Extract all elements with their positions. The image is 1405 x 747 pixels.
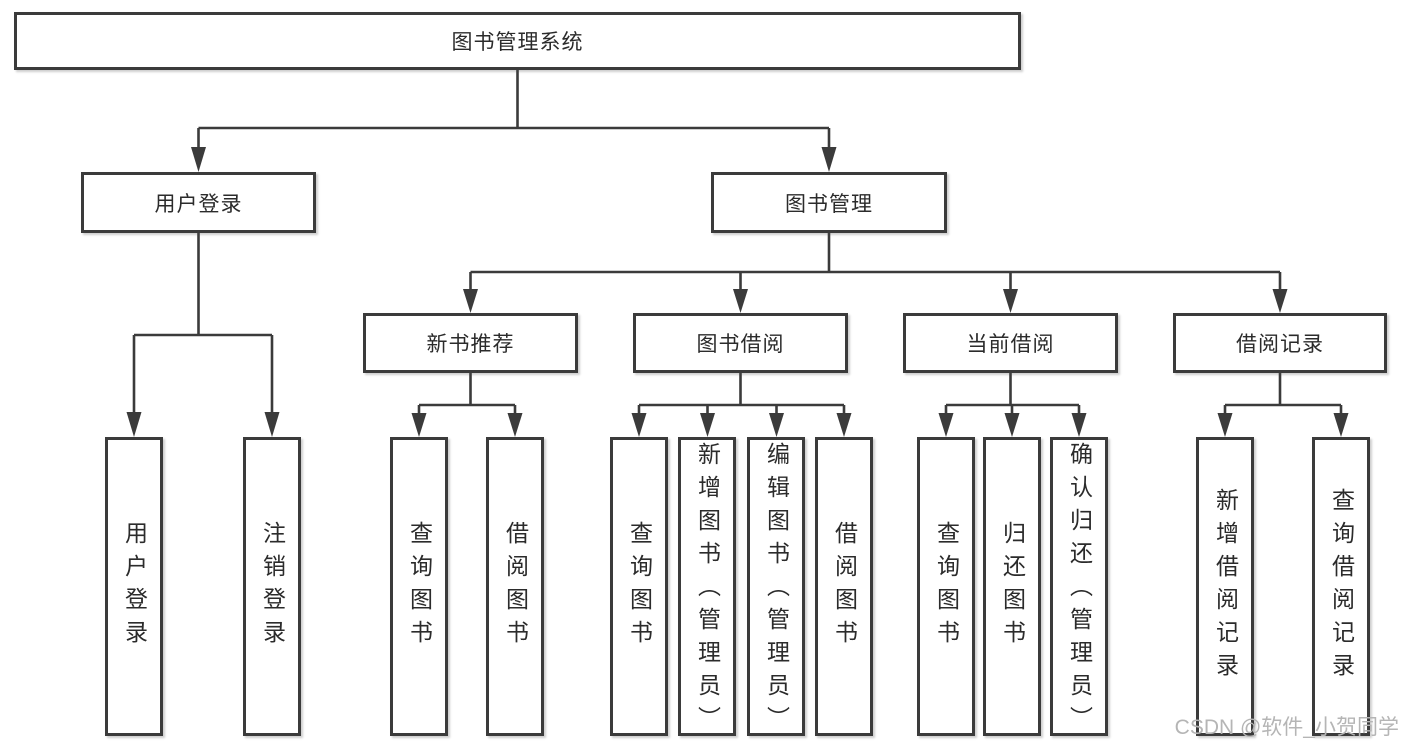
- node-leaf-confirm-return-admin: 确认归还（管理员）: [1050, 437, 1108, 739]
- node-leaf-add-books-admin: 新增图书（管理员）: [678, 437, 736, 739]
- node-leaf-query-books-recommend: 查询图书: [390, 437, 448, 736]
- node-borrow-records: 借阅记录: [1173, 313, 1387, 373]
- node-leaf-borrow-books: 借阅图书: [815, 437, 873, 736]
- node-label: 图书管理: [785, 192, 873, 216]
- arrowheads: [126, 147, 1349, 437]
- node-label: 查询图书: [626, 520, 653, 653]
- node-leaf-edit-books-admin: 编辑图书（管理员）: [747, 437, 805, 739]
- node-label: 确认归还（管理员）: [1066, 441, 1093, 739]
- node-current-borrow: 当前借阅: [903, 313, 1118, 373]
- node-label: 用户登录: [154, 192, 243, 216]
- node-label: 查询图书: [933, 520, 960, 653]
- node-root: 图书管理系统: [14, 12, 1021, 70]
- node-label: 借阅图书: [502, 520, 529, 653]
- node-leaf-add-borrow-record: 新增借阅记录: [1196, 437, 1254, 736]
- node-user-login: 用户登录: [81, 172, 316, 233]
- node-label: 借阅记录: [1236, 333, 1324, 356]
- node-label: 注销登录: [259, 520, 286, 653]
- node-leaf-query-books-current: 查询图书: [917, 437, 975, 736]
- node-leaf-user-login: 用户登录: [105, 437, 163, 736]
- node-label: 借阅图书: [831, 520, 858, 653]
- node-leaf-logout: 注销登录: [243, 437, 301, 736]
- csdn-watermark: CSDN @软件_小贺同学: [1174, 716, 1399, 739]
- node-label: 用户登录: [121, 520, 148, 653]
- node-label: 新增图书（管理员）: [694, 441, 721, 739]
- node-label: 新增借阅记录: [1212, 487, 1239, 686]
- node-label: 新书推荐: [426, 333, 515, 356]
- node-new-book-recommend: 新书推荐: [363, 313, 578, 373]
- node-leaf-borrow-books-recommend: 借阅图书: [486, 437, 544, 736]
- node-label: 图书借阅: [696, 333, 785, 356]
- node-label: 归还图书: [999, 520, 1026, 653]
- node-leaf-query-books-borrow: 查询图书: [610, 437, 668, 736]
- node-label: 查询借阅记录: [1328, 487, 1355, 686]
- node-leaf-return-books: 归还图书: [983, 437, 1041, 736]
- node-book-management: 图书管理: [711, 172, 947, 233]
- node-label: 编辑图书（管理员）: [763, 441, 790, 739]
- node-label: 查询图书: [406, 520, 433, 653]
- node-label: 图书管理系统: [451, 31, 584, 54]
- node-leaf-query-borrow-record: 查询借阅记录: [1312, 437, 1370, 736]
- node-label: 当前借阅: [966, 333, 1055, 356]
- node-book-borrow: 图书借阅: [633, 313, 848, 373]
